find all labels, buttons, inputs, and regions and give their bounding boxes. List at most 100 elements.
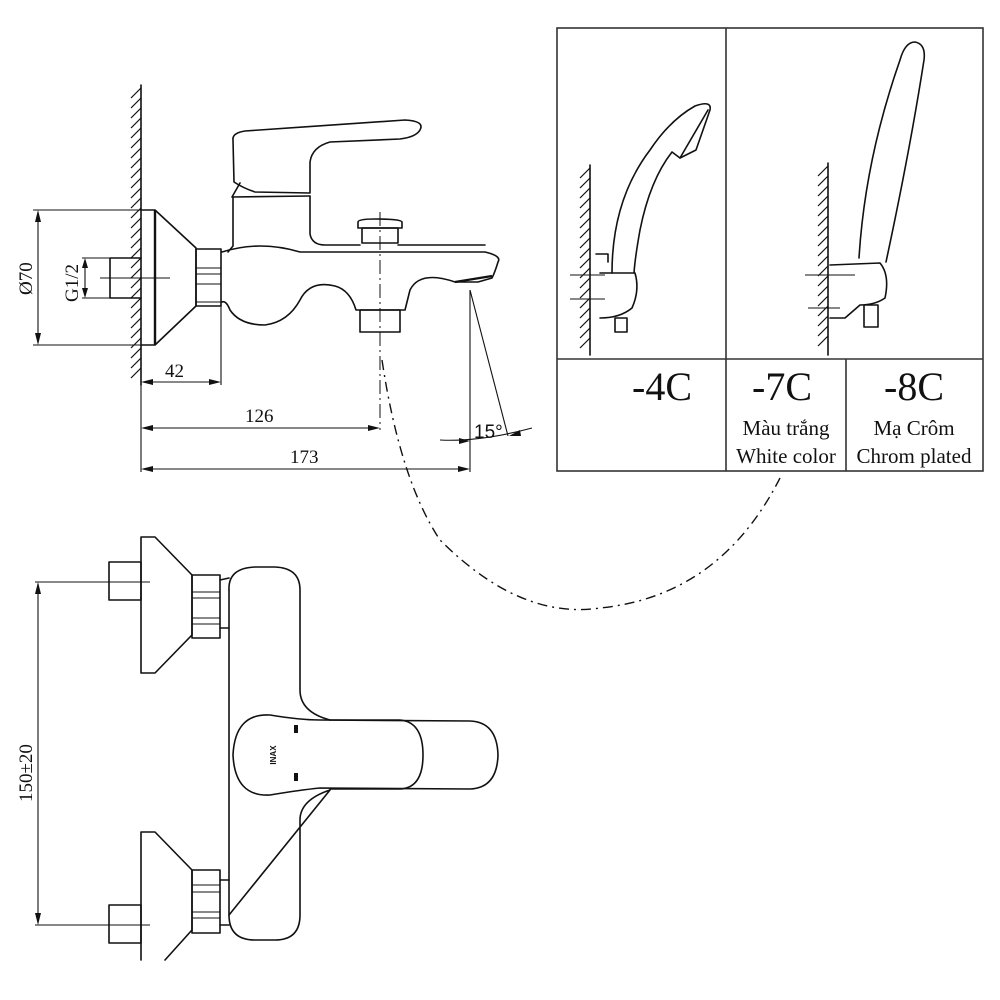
wall-hatch-line	[579, 197, 591, 209]
dim-angle: 15°	[474, 422, 503, 443]
wall-hatch-line	[130, 107, 142, 119]
wall-hatch-line	[579, 247, 591, 259]
wall-hatch-line	[130, 287, 142, 299]
wall-hatch-line	[817, 315, 829, 327]
wall-hatch-line	[130, 167, 142, 179]
wall-hatch-line	[579, 217, 591, 229]
wall-hatch-line	[579, 187, 591, 199]
upper-hex-nut	[191, 574, 221, 639]
wall-hatch-line	[130, 307, 142, 319]
hex-nut	[195, 248, 222, 307]
wall-hatch-line	[579, 167, 591, 179]
wall-hatch-line	[130, 147, 142, 159]
variant-table: -4C -7C Màu trắng White color -8C Mạ Crô…	[556, 27, 984, 472]
wall-hatch-line	[817, 215, 829, 227]
wall-hatch-line	[579, 207, 591, 219]
wall-hatch-line	[817, 295, 829, 307]
lower-hex-nut	[191, 869, 221, 934]
dim-173: 173	[290, 447, 319, 468]
spout-aerator	[454, 274, 493, 284]
wall-hatch-line	[130, 277, 142, 289]
wall-hatch-line	[817, 185, 829, 197]
wall-hatch-line	[130, 227, 142, 239]
wall-hatch-line	[130, 327, 142, 339]
variant-name-en: Chrom plated	[857, 444, 972, 468]
wall-hatch-line	[579, 277, 591, 289]
handle-top-view	[232, 714, 499, 796]
wall-hatch-line	[130, 127, 142, 139]
lever-handle	[232, 119, 422, 194]
wall-hatch-line	[817, 325, 829, 337]
wall-hatch-line	[817, 275, 829, 287]
dim-126: 126	[245, 406, 274, 427]
wall-hatch-line	[130, 347, 142, 359]
wall-hatch-line	[579, 257, 591, 269]
front-view: INAX 150±20	[16, 536, 499, 961]
brand-logo: INAX	[269, 745, 278, 765]
wall-hatch-line	[579, 267, 591, 279]
variant-7c-8c-illustration	[805, 41, 926, 356]
mixer-body-front	[228, 566, 331, 721]
wall-hatch-line	[817, 255, 829, 267]
hand-shower-4c	[611, 102, 711, 274]
wall-hatch-line	[579, 227, 591, 239]
wall-hatch-line	[579, 307, 591, 319]
dim-inlet-spacing: 150±20	[16, 744, 37, 802]
wall-hatch-line	[130, 87, 142, 99]
wall-hatch-line	[130, 237, 142, 249]
wall-hatch-line	[817, 235, 829, 247]
wall-hatch-line	[579, 287, 591, 299]
wall-hatch-line	[130, 337, 142, 349]
diverter-knob	[357, 218, 403, 229]
dim-42: 42	[165, 361, 184, 382]
wall-hatch-line	[130, 97, 142, 109]
wall-hatch-line	[130, 357, 142, 369]
variant-code: -8C	[884, 364, 944, 409]
wall-hatch-line	[579, 317, 591, 329]
wall-hatch-line	[130, 367, 142, 379]
cartridge-body	[227, 195, 361, 253]
dim-thread: G1/2	[62, 264, 83, 302]
wall-hatch-line	[817, 265, 829, 277]
wall-hatch-line	[130, 257, 142, 269]
wall-hatch-line	[130, 187, 142, 199]
wall-hatch-line	[130, 217, 142, 229]
wall-hatch-line	[130, 117, 142, 129]
lower-nipple	[108, 904, 142, 944]
variant-name-vi: Màu trắng	[743, 416, 830, 440]
wall-hatch-line	[130, 247, 142, 259]
wall-hatch-line	[579, 337, 591, 349]
side-view: Ø70 G1/2 42 126 173 15°	[16, 84, 533, 472]
wall-hatch-line	[817, 165, 829, 177]
mixer-body	[221, 245, 500, 326]
variant-code: -7C	[752, 364, 812, 409]
variant-code: -4C	[632, 364, 692, 409]
lower-flange	[140, 831, 193, 961]
wall-hatch-line	[817, 245, 829, 257]
detail-reference-arc	[381, 359, 781, 611]
wall-hatch-line	[579, 327, 591, 339]
wall-hatch-line	[817, 195, 829, 207]
dim-diameter: Ø70	[16, 262, 37, 295]
variant-name-vi: Mạ Crôm	[873, 416, 954, 440]
wall-hatch-line	[130, 157, 142, 169]
wall-hatch-line	[817, 175, 829, 187]
wall-hatch-line	[817, 335, 829, 347]
upper-flange	[140, 536, 193, 674]
wall-hatch-line	[130, 197, 142, 209]
wall-hatch-line	[817, 285, 829, 297]
variant-name-en: White color	[736, 444, 836, 468]
wall-hatch-line	[817, 205, 829, 217]
wall-hatch-line	[579, 237, 591, 249]
variant-4c-illustration	[570, 102, 711, 356]
wall-hatch-line	[130, 297, 142, 309]
wall-hatch-line	[130, 177, 142, 189]
wall-hatch	[130, 87, 142, 379]
wall-hatch-line	[579, 297, 591, 309]
wall-hatch-line	[579, 177, 591, 189]
hand-shower-7c	[858, 41, 926, 263]
upper-nipple	[108, 561, 142, 601]
wall-hatch-line	[130, 317, 142, 329]
wall-hatch-line	[130, 137, 142, 149]
